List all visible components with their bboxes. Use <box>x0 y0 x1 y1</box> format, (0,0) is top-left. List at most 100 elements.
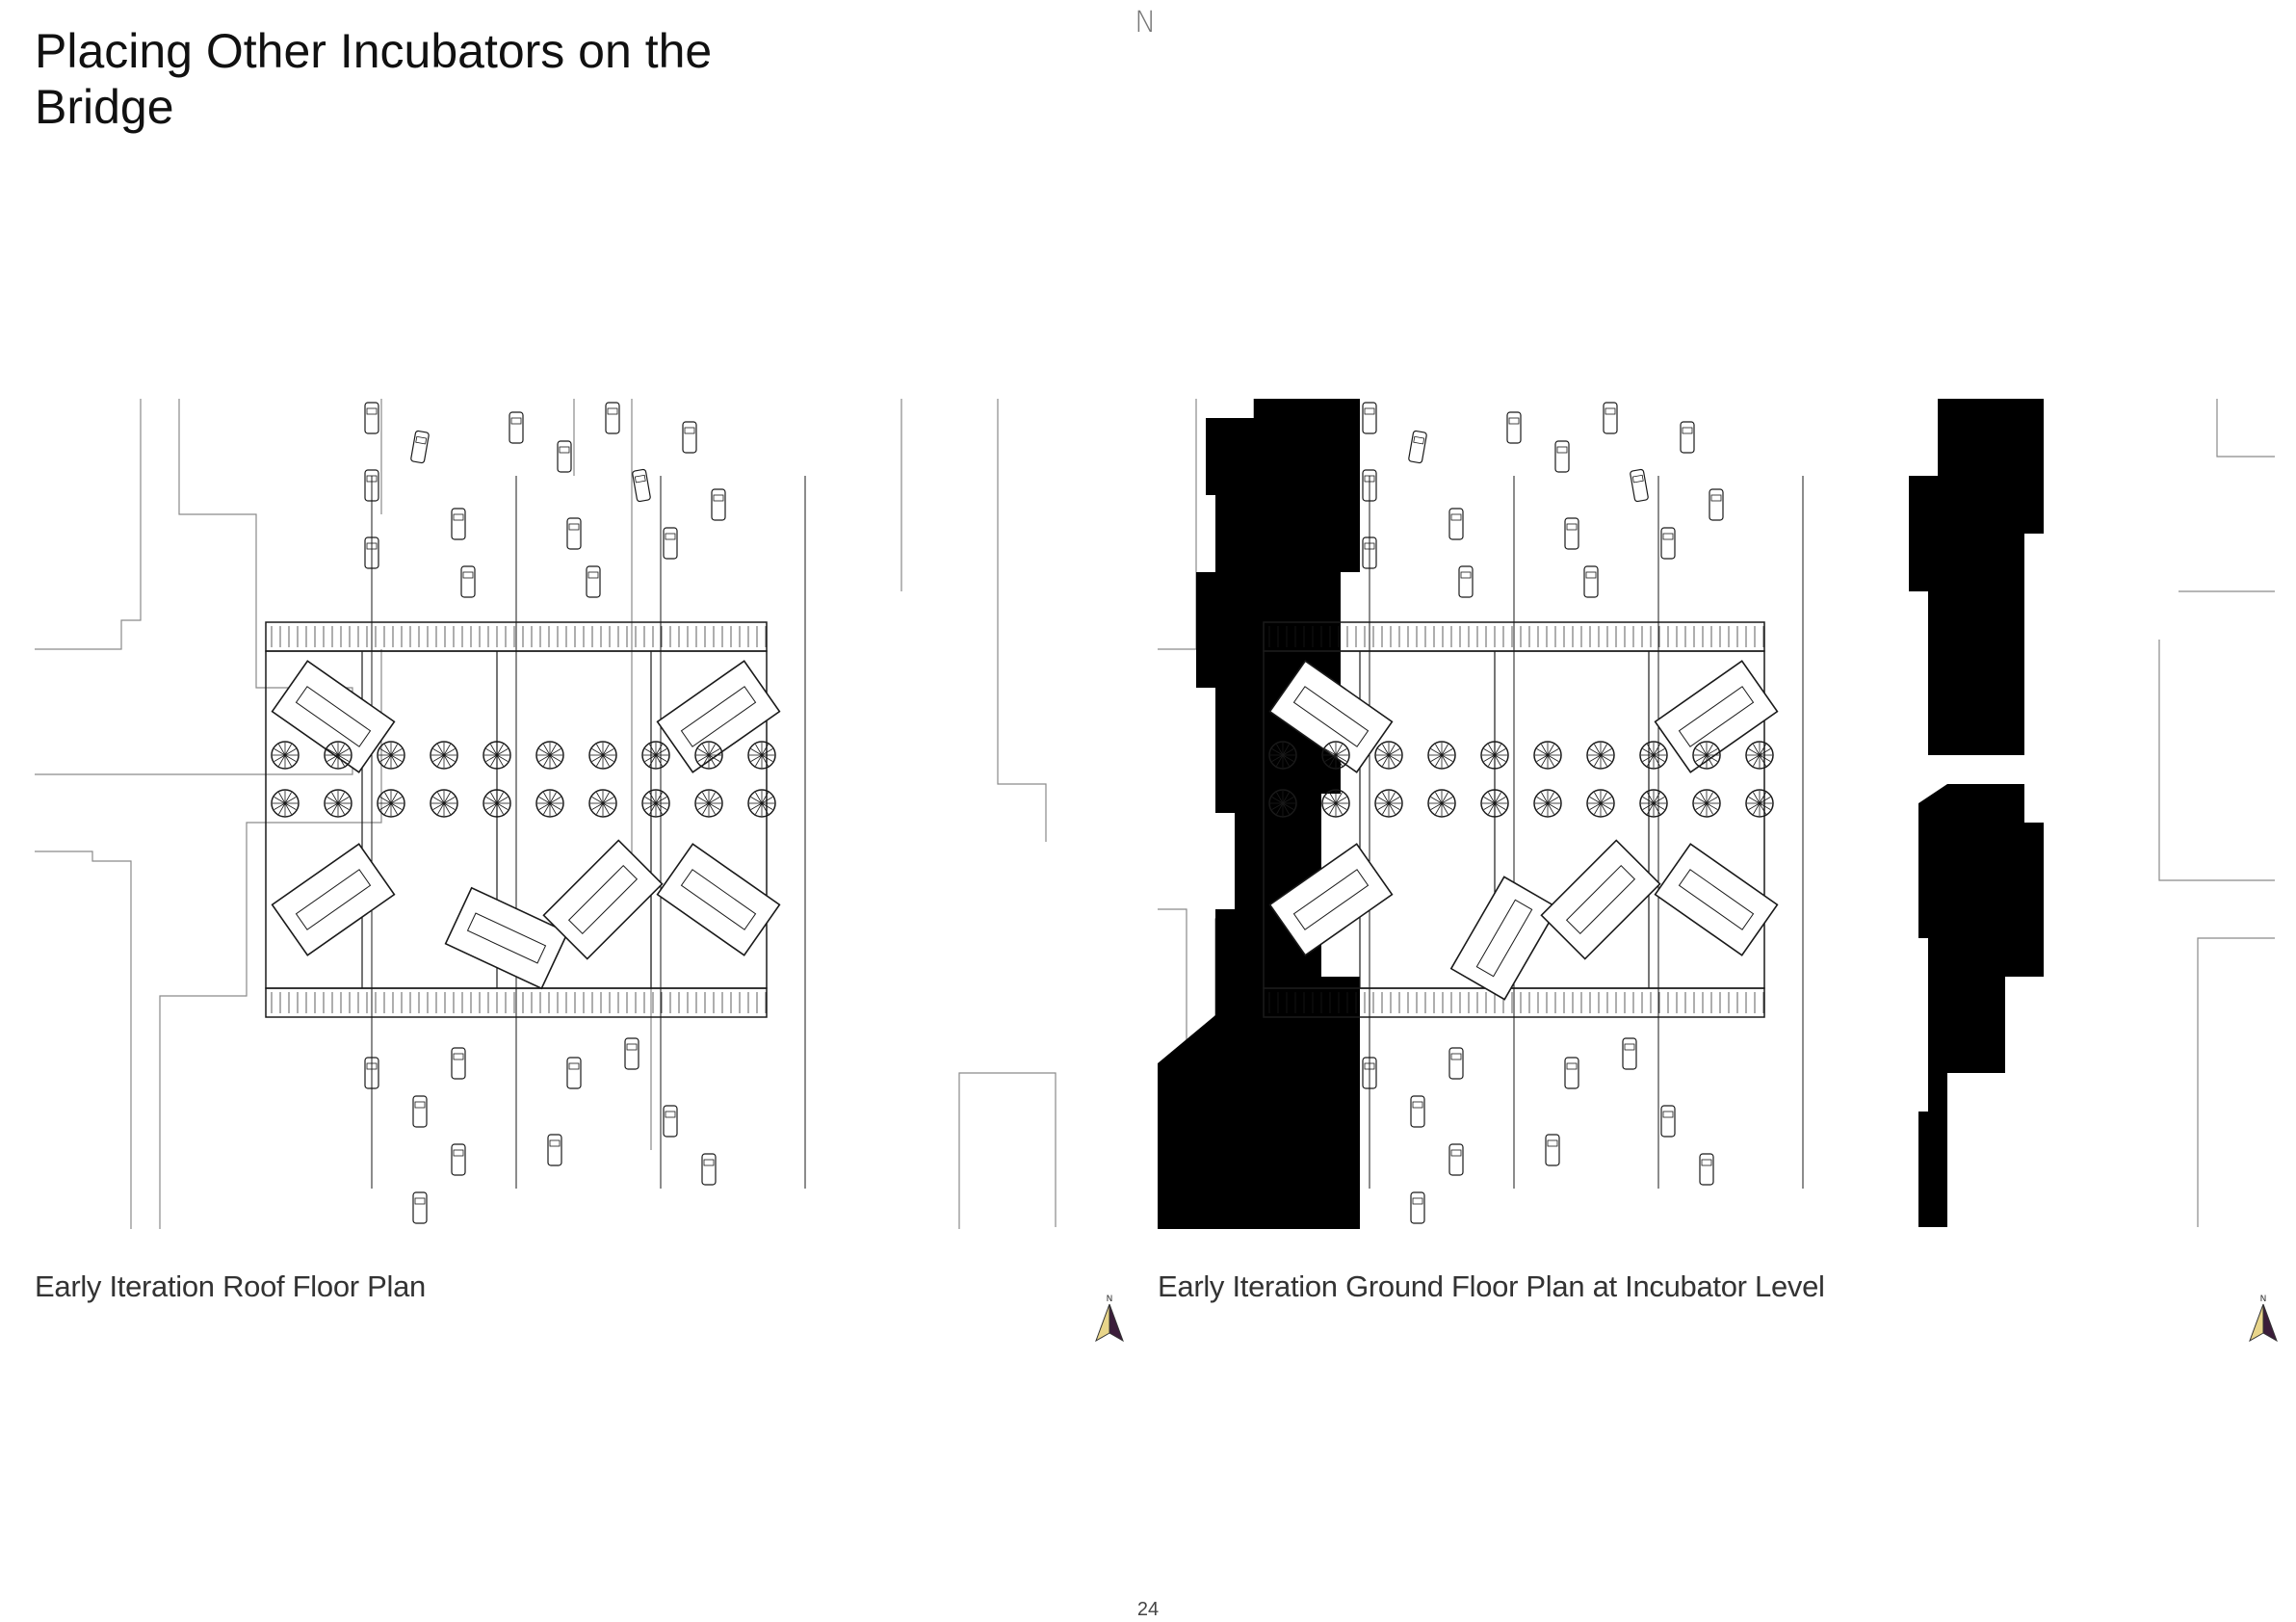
incubator-pod <box>1654 843 1779 956</box>
car-icon <box>547 1134 562 1166</box>
north-arrow-icon: N <box>1095 1295 1124 1343</box>
ground-plan-caption: Early Iteration Ground Floor Plan at Inc… <box>1158 1269 1825 1303</box>
tree-icon <box>1692 789 1721 818</box>
north-arrow-icon: N <box>2249 1295 2278 1343</box>
incubator-pod <box>444 886 569 990</box>
car-icon <box>451 1143 466 1176</box>
car-icon <box>1564 517 1579 550</box>
tree-icon <box>1639 789 1668 818</box>
tree-icon <box>588 789 617 818</box>
car-icon <box>412 1191 428 1224</box>
car-icon <box>1408 430 1427 464</box>
car-icon <box>586 565 601 598</box>
car-icon <box>1554 440 1570 473</box>
incubator-pod <box>1268 843 1394 956</box>
car-icon <box>1564 1057 1579 1089</box>
north-arrow-label: N <box>2260 1295 2267 1304</box>
tree-icon <box>1533 741 1562 770</box>
ground-floor-plan-drawing <box>1158 399 2275 1229</box>
car-icon <box>701 1153 717 1186</box>
tree-icon <box>1745 741 1774 770</box>
car-icon <box>1545 1134 1560 1166</box>
tree-icon <box>1321 741 1350 770</box>
car-icon <box>566 1057 582 1089</box>
incubator-pod <box>656 843 781 956</box>
car-icon <box>1699 1153 1714 1186</box>
incubator-pod <box>1268 660 1394 773</box>
car-icon <box>364 536 379 569</box>
tree-icon <box>1586 741 1615 770</box>
car-icon <box>1448 1143 1464 1176</box>
car-icon <box>624 1037 639 1070</box>
tree-icon <box>1427 789 1456 818</box>
car-icon <box>1410 1191 1425 1224</box>
north-arrow-label: N <box>1107 1295 1113 1304</box>
car-icon <box>566 517 582 550</box>
incubator-pod <box>542 839 664 960</box>
tree-icon <box>483 741 511 770</box>
roof-plan-caption: Early Iteration Roof Floor Plan <box>35 1269 426 1303</box>
tree-icon <box>1639 741 1668 770</box>
tree-icon <box>1427 741 1456 770</box>
tree-icon <box>588 741 617 770</box>
tree-icon <box>535 741 564 770</box>
car-icon <box>663 1105 678 1138</box>
car-icon <box>1362 402 1377 434</box>
tree-icon <box>377 789 405 818</box>
tree-icon <box>271 741 300 770</box>
car-icon <box>1622 1037 1637 1070</box>
page-title: Placing Other Incubators on the Bridge <box>35 24 713 134</box>
car-icon <box>1448 508 1464 540</box>
tree-icon <box>377 741 405 770</box>
tree-icon <box>641 741 670 770</box>
bridge-deck-outline <box>265 650 768 989</box>
existing-building-poche-west <box>1158 399 1360 1229</box>
tree-icon <box>747 789 776 818</box>
car-icon <box>605 402 620 434</box>
car-icon <box>364 1057 379 1089</box>
car-icon <box>1458 565 1474 598</box>
existing-building-poche-east-north <box>1909 399 2044 755</box>
car-icon <box>1630 468 1649 503</box>
tree-icon <box>1745 789 1774 818</box>
tree-icon <box>747 741 776 770</box>
roof-plan-svg <box>35 399 1057 1229</box>
tree-icon <box>1586 789 1615 818</box>
ground-plan-svg <box>1158 399 2275 1229</box>
car-icon <box>1603 402 1618 434</box>
car-icon <box>663 527 678 560</box>
car-icon <box>1506 411 1522 444</box>
tree-icon <box>641 789 670 818</box>
tree-icon <box>1268 789 1297 818</box>
car-icon <box>364 469 379 502</box>
car-icon <box>1362 1057 1377 1089</box>
tree-icon <box>694 741 723 770</box>
tree-icon <box>535 789 564 818</box>
tree-icon <box>1692 741 1721 770</box>
context-building-outline <box>35 399 1057 1229</box>
incubator-pod <box>1449 876 1559 1001</box>
car-icon <box>1362 536 1377 569</box>
tree-icon <box>430 741 458 770</box>
tree-icon <box>1321 789 1350 818</box>
car-icon <box>1448 1047 1464 1080</box>
tree-icon <box>1374 741 1403 770</box>
tree-icon <box>324 789 352 818</box>
car-icon <box>412 1095 428 1128</box>
tree-icon <box>1480 789 1509 818</box>
tree-icon <box>324 741 352 770</box>
existing-building-poche-east-south <box>1918 784 2044 1227</box>
car-icon <box>451 1047 466 1080</box>
incubator-pod <box>271 843 396 956</box>
tree-icon <box>1268 741 1297 770</box>
car-icon <box>364 402 379 434</box>
tree-icon <box>694 789 723 818</box>
car-icon <box>410 430 430 464</box>
bridge-deck-outline <box>1263 650 1765 989</box>
tree-icon <box>1533 789 1562 818</box>
car-icon <box>460 565 476 598</box>
car-icon <box>557 440 572 473</box>
car-icon <box>451 508 466 540</box>
incubator-pod <box>271 660 396 773</box>
car-icon <box>1680 421 1695 454</box>
